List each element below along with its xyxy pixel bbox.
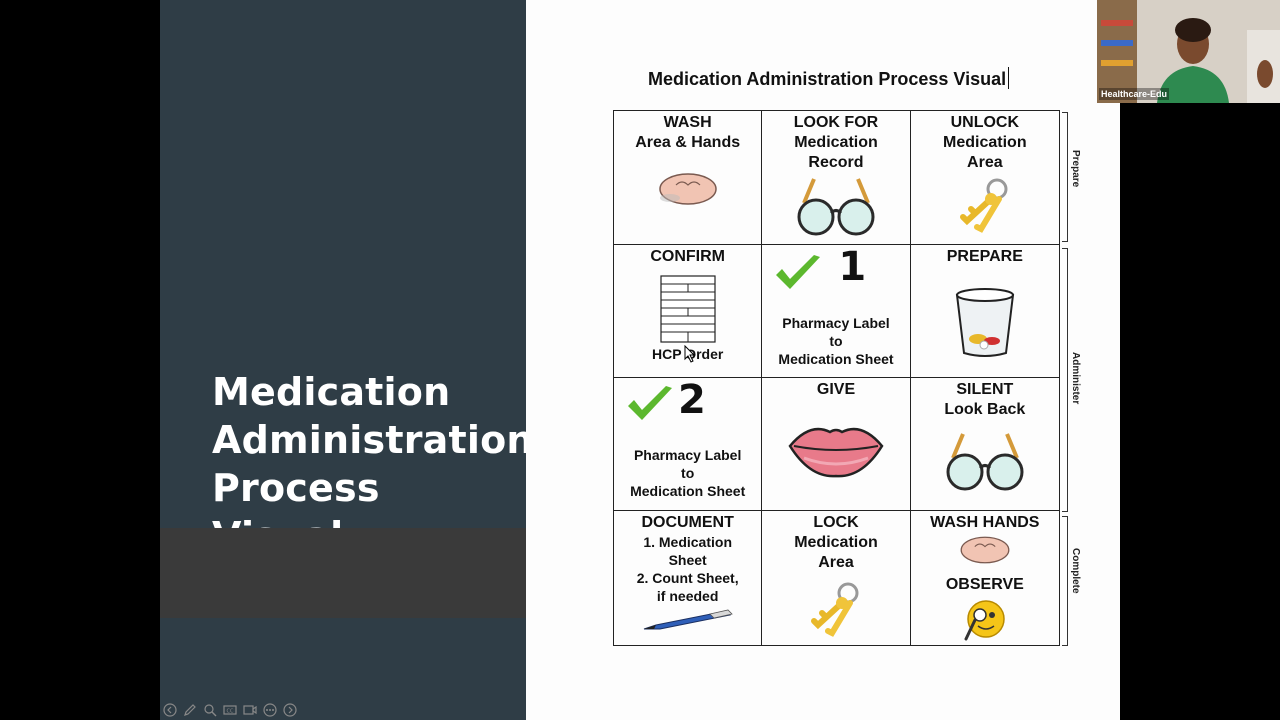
- slide-title-line: Medication: [212, 370, 451, 414]
- back-icon: [163, 703, 177, 717]
- keys-icon: [959, 178, 1008, 233]
- zoom-button[interactable]: [202, 702, 218, 718]
- back-button[interactable]: [162, 702, 178, 718]
- forward-icon: [283, 703, 297, 717]
- cell-title: UNLOCK: [950, 114, 1020, 131]
- phase-label-administer: Administer: [1070, 352, 1081, 405]
- forward-button[interactable]: [282, 702, 298, 718]
- video-button[interactable]: [242, 702, 258, 718]
- slide-title-line: Administration: [212, 418, 534, 462]
- pen-icon: [184, 704, 196, 716]
- more-options-button[interactable]: [262, 702, 278, 718]
- more-icon: [263, 703, 277, 717]
- check-text: Pharmacy Label: [782, 314, 890, 331]
- pill-cup-icon: [955, 287, 1014, 357]
- keys-icon: [810, 582, 859, 637]
- phase-bracket: [1062, 112, 1068, 242]
- captions-button[interactable]: CC: [222, 702, 238, 718]
- glasses-icon: [797, 178, 875, 236]
- cell-silent-look-back: SILENT Look Back: [910, 378, 1059, 511]
- cell-title: SILENT: [956, 381, 1014, 398]
- cell-title: CONFIRM: [650, 247, 725, 265]
- slide-title: Medication Administration Process Visual: [212, 368, 534, 560]
- cell-unlock: UNLOCK Medication Area: [910, 111, 1059, 245]
- cell-subtitle: Area: [967, 154, 1003, 171]
- cell-subtitle: Medication: [794, 533, 878, 551]
- process-grid: WASH Area & Hands LOOK FOR Medication Re…: [613, 110, 1060, 646]
- cell-wash: WASH Area & Hands: [614, 111, 763, 245]
- phase-bracket: [1062, 248, 1068, 512]
- visual-title-text: Medication Administration Process Visual: [648, 69, 1007, 89]
- check-text: Medication Sheet: [778, 350, 894, 367]
- cell-look-for: LOOK FOR Medication Record: [762, 111, 911, 245]
- check-text: Pharmacy Label: [633, 447, 742, 463]
- process-visual-panel: Medication Administration Process Visual…: [526, 0, 1120, 720]
- check-text: to: [681, 465, 695, 481]
- cell-confirm: CONFIRM HCP Order: [614, 244, 763, 378]
- cell-title: DOCUMENT: [641, 513, 734, 531]
- check-text: to: [829, 332, 843, 349]
- checkmark-icon: [628, 386, 672, 420]
- checkmark-icon: [776, 254, 821, 289]
- cell-lock: LOCK Medication Area: [762, 510, 911, 645]
- video-icon: [243, 705, 257, 715]
- zoom-icon: [204, 704, 217, 717]
- phase-label-complete: Complete: [1070, 548, 1081, 594]
- cell-check-2: 2 Pharmacy Label to Medication Sheet: [614, 378, 763, 511]
- phase-label-prepare: Prepare: [1070, 150, 1081, 188]
- webcam-tile[interactable]: Healthcare-Edu: [1097, 0, 1280, 103]
- visual-title: Medication Administration Process Visual: [648, 67, 1010, 90]
- cell-title: WASH: [663, 114, 712, 131]
- cell-title: PREPARE: [946, 247, 1023, 265]
- check-number: 2: [678, 378, 706, 423]
- document-item: if needed: [656, 587, 719, 604]
- cell-title: WASH HANDS: [930, 513, 1040, 531]
- cell-subtitle: Medication: [794, 134, 878, 151]
- smiley-magnifier-icon: [964, 599, 1005, 640]
- check-text: Medication Sheet: [630, 483, 746, 499]
- cell-title: GIVE: [816, 381, 856, 398]
- cell-subtitle: Medication: [943, 134, 1027, 151]
- glasses-icon: [946, 433, 1024, 491]
- cell-title: OBSERVE: [945, 575, 1024, 593]
- cell-document: DOCUMENT 1. Medication Sheet 2. Count Sh…: [614, 510, 763, 645]
- cell-check-1: 1 Pharmacy Label to Medication Sheet: [762, 244, 911, 378]
- cell-subtitle: Record: [808, 154, 864, 171]
- document-item: 1. Medication: [643, 533, 732, 550]
- cell-title: LOOK FOR: [793, 114, 879, 131]
- webcam-name-label: Healthcare-Edu: [1099, 88, 1170, 100]
- cell-give: GIVE: [762, 378, 911, 511]
- lips-icon: [788, 427, 884, 478]
- cell-subtitle: Area: [818, 553, 854, 571]
- phase-bracket: [1062, 516, 1068, 646]
- check-number: 1: [838, 244, 867, 290]
- text-caret: [1008, 67, 1010, 89]
- cell-wash-hands-observe: WASH HANDS OBSERVE: [911, 511, 1059, 645]
- pen-tool-button[interactable]: [182, 702, 198, 718]
- document-item: Sheet: [668, 551, 707, 568]
- document-item: 2. Count Sheet,: [636, 569, 739, 586]
- cell-subtitle: Look Back: [944, 401, 1026, 418]
- cell-subtitle: Area & Hands: [635, 134, 741, 151]
- slide-title-panel: Medication Administration Process Visual: [160, 0, 586, 720]
- presenter-video: [1097, 0, 1280, 103]
- hands-icon: [960, 536, 1010, 563]
- hands-icon: [658, 173, 717, 205]
- captions-icon: CC: [223, 705, 237, 715]
- svg-text:CC: CC: [227, 709, 234, 715]
- arrow-band: [160, 528, 586, 618]
- cell-title: LOCK: [813, 513, 859, 531]
- pen-icon: [643, 609, 733, 629]
- slideshow-toolbar: CC: [162, 702, 298, 718]
- cell-prepare: PREPARE: [910, 245, 1059, 378]
- checklist-icon: [660, 274, 716, 343]
- mouse-cursor-icon: [684, 344, 696, 363]
